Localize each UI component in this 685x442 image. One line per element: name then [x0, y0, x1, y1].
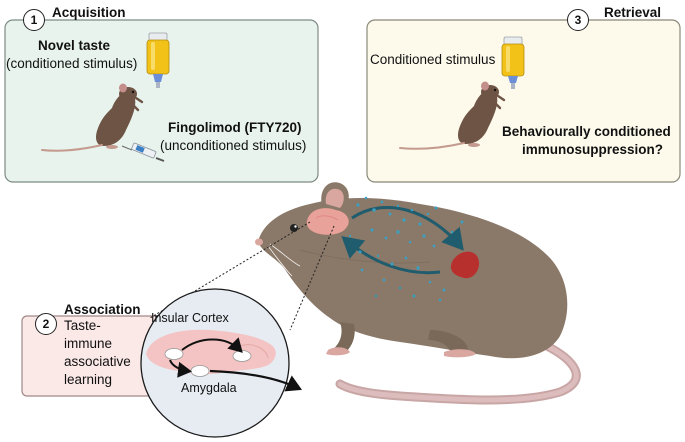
drug-label: Fingolimod (FTY720) [168, 120, 302, 135]
outcome-label-line2: immunosuppression? [522, 142, 664, 157]
unconditioned-stimulus-label: (unconditioned stimulus) [160, 138, 307, 153]
bottle-icon [146, 32, 170, 88]
mouse-icon [399, 81, 506, 150]
association-text-line4: learning [64, 372, 113, 387]
step-number-badge: 1 [23, 9, 45, 31]
novel-taste-label: Novel taste [38, 38, 111, 53]
acquisition-title: Acquisition [52, 5, 126, 20]
retrieval-panel [366, 19, 681, 183]
association-text-line3: associative [64, 354, 131, 369]
step-number-badge: 3 [567, 9, 589, 31]
mouse-icon [41, 83, 144, 152]
conditioned-stimulus-label: (conditioned stimulus) [6, 56, 138, 71]
outcome-label-line1: Behaviourally conditioned [502, 124, 671, 139]
amygdala-label: Amygdala [181, 381, 237, 395]
rat-illustration [255, 182, 581, 405]
association-text-line1: Taste- [64, 318, 101, 333]
step-number-badge: 2 [35, 313, 57, 335]
association-title: Association [64, 302, 141, 317]
insular-cortex-label: Insular Cortex [151, 311, 229, 325]
syringe-icon [121, 142, 165, 162]
brain-node [232, 350, 252, 362]
amygdala-node [190, 365, 210, 377]
insular-cortex-node [164, 348, 184, 360]
immune-particles [348, 196, 464, 302]
acquisition-panel [4, 19, 319, 183]
retrieval-conditioned-stimulus-label: Conditioned stimulus [370, 52, 496, 67]
spleen-icon [450, 251, 480, 279]
bottle-icon [501, 36, 525, 89]
retrieval-title: Retrieval [604, 5, 662, 20]
association-text-line2: immune [64, 336, 113, 351]
